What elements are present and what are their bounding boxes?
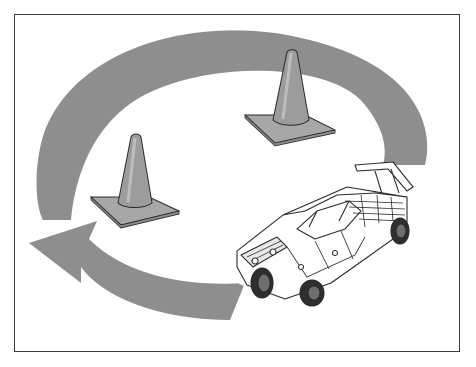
car-wheel-front <box>250 267 274 299</box>
cone-body <box>117 133 153 208</box>
rc-car-icon <box>230 161 420 307</box>
car-wheel-rear <box>299 279 325 307</box>
circular-arrow-icon <box>29 30 428 320</box>
car-body <box>236 186 408 300</box>
circle-drive-diagram <box>29 30 428 320</box>
car-wheel-back <box>390 217 410 245</box>
loop-arrow-band <box>36 30 428 220</box>
loop-arrow-lower-band <box>29 221 245 320</box>
cone-body <box>272 49 310 126</box>
diagram-frame <box>14 14 460 352</box>
traffic-cone-icon <box>89 133 181 229</box>
rear-wing <box>354 161 414 192</box>
traffic-cone-icon <box>243 49 337 147</box>
